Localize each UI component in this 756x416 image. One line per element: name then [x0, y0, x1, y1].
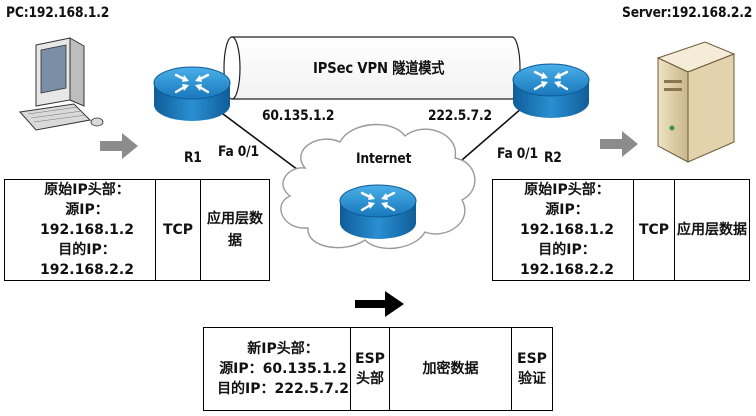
pc-icon — [19, 37, 104, 131]
internet-label: Internet — [356, 151, 412, 167]
header-title: 原始IP头部： — [44, 182, 130, 198]
source-ip: 源IP：192.168.1.2 — [520, 202, 614, 238]
router-internet-icon — [338, 183, 418, 241]
esp-header-line1: ESP — [355, 351, 385, 367]
destination-ip: 目的IP：192.168.2.2 — [520, 242, 614, 278]
flow-arrows — [100, 131, 638, 317]
esp-packet: 新IP头部： 源IP：60.135.1.2 目的IP：222.5.7.2 ESP… — [203, 327, 553, 411]
app-data-cell: 应用层数据 — [200, 179, 270, 281]
esp-header-line2: 头部 — [356, 371, 384, 387]
pc-label: PC:192.168.1.2 — [6, 5, 110, 21]
r1-port-label: Fa 0/1 — [218, 144, 259, 160]
esp-auth-line2: 验证 — [518, 371, 546, 387]
esp-auth-cell: ESP 验证 — [511, 327, 553, 411]
header-title: 原始IP头部： — [524, 182, 610, 198]
new-ip-header-cell: 新IP头部： 源IP：60.135.1.2 目的IP：222.5.7.2 — [203, 327, 351, 411]
original-packet-right: 原始IP头部： 源IP：192.168.1.2 目的IP：192.168.2.2… — [492, 179, 750, 281]
ip-header-cell: 原始IP头部： 源IP：192.168.1.2 目的IP：192.168.2.2 — [492, 179, 634, 281]
r1-public-ip: 60.135.1.2 — [262, 108, 335, 124]
tcp-cell: TCP — [155, 179, 201, 281]
r2-port-label: Fa 0/1 — [497, 146, 538, 162]
app-data-cell: 应用层数据 — [674, 179, 750, 281]
server-icon — [656, 41, 736, 163]
header-title: 新IP头部： — [247, 341, 319, 357]
server-label: Server:192.168.2.2 — [622, 5, 753, 21]
tcp-cell: TCP — [633, 179, 675, 281]
original-packet-left: 原始IP头部： 源IP：192.168.1.2 目的IP：192.168.2.2… — [4, 179, 270, 281]
ip-header-cell: 原始IP头部： 源IP：192.168.1.2 目的IP：192.168.2.2 — [4, 179, 156, 281]
source-ip: 源IP：60.135.1.2 — [219, 361, 347, 377]
encrypted-data-cell: 加密数据 — [389, 327, 512, 411]
router-r1-icon — [152, 65, 232, 123]
r2-public-ip: 222.5.7.2 — [428, 108, 492, 124]
router-r2-icon — [511, 62, 591, 120]
r1-label: R1 — [184, 150, 202, 166]
source-ip: 源IP：192.168.1.2 — [40, 202, 134, 238]
destination-ip: 目的IP：192.168.2.2 — [40, 242, 134, 278]
tunnel-label: IPSec VPN 隧道模式 — [313, 59, 445, 77]
esp-header-cell: ESP 头部 — [350, 327, 390, 411]
r2-label: R2 — [544, 150, 562, 166]
esp-auth-line1: ESP — [517, 351, 547, 367]
destination-ip: 目的IP：222.5.7.2 — [217, 381, 349, 397]
